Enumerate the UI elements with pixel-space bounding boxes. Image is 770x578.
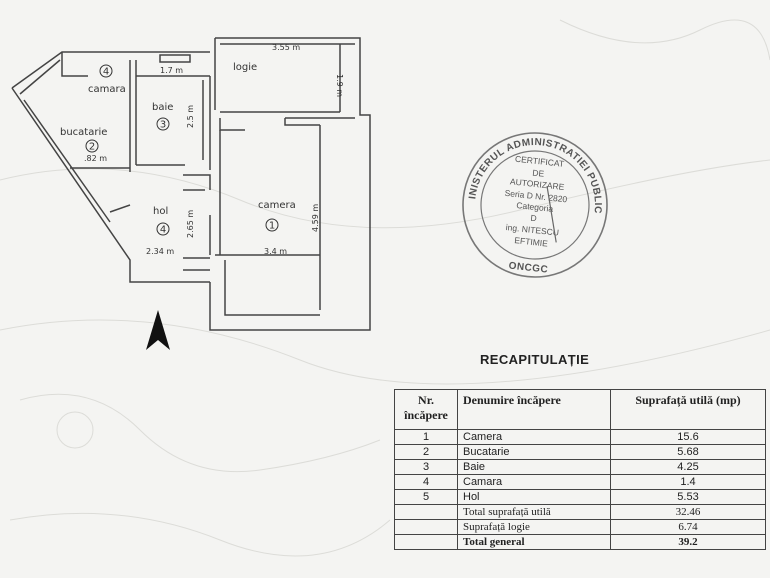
svg-text:DE: DE bbox=[532, 168, 545, 179]
table-row: 1 Camera 15.6 bbox=[394, 429, 766, 445]
room-label-logie: logie bbox=[233, 62, 257, 73]
room-number-baie: 3 bbox=[160, 120, 166, 131]
svg-text:D: D bbox=[530, 213, 537, 224]
table-row: 4 Camara 1.4 bbox=[394, 474, 766, 490]
recap-table: Nr. încăpere Denumire încăpere Suprafață… bbox=[394, 389, 766, 550]
subtotal-row: Total suprafață utilă 32.46 bbox=[394, 504, 766, 520]
room-labels: 4 camara baie 3 logie bucatarie 2 hol 4 … bbox=[60, 62, 296, 236]
room-label-camera: camera bbox=[258, 200, 296, 211]
header-suprafata: Suprafață utilă (mp) bbox=[610, 389, 766, 430]
table-header-row: Nr. încăpere Denumire încăpere Suprafață… bbox=[394, 389, 766, 430]
room-label-hol: hol bbox=[153, 206, 168, 217]
room-label-camara: camara bbox=[88, 84, 126, 95]
dim-camera-width: 3.4 m bbox=[264, 247, 287, 256]
logie-row: Suprafață logie 6.74 bbox=[394, 519, 766, 535]
dimension-labels: 3.55 m 1.7 m 1.9 m 2.5 m .82 m 2.65 m 4.… bbox=[84, 43, 344, 256]
dim-baie-width: 1.7 m bbox=[160, 66, 183, 75]
svg-text:ing. NITESCU: ing. NITESCU bbox=[505, 222, 559, 238]
room-number-camara: 4 bbox=[103, 67, 109, 78]
dim-logie-width: 3.55 m bbox=[272, 43, 300, 52]
header-nr: Nr. încăpere bbox=[394, 389, 458, 430]
plan-walls bbox=[11, 37, 371, 331]
signature-stroke bbox=[546, 186, 557, 243]
room-label-bucatarie: bucatarie bbox=[60, 127, 107, 138]
room-number-bucatarie: 2 bbox=[89, 142, 95, 153]
dim-baie-depth: 2.5 m bbox=[186, 105, 195, 128]
recap-title: RECAPITULAȚIE bbox=[480, 352, 590, 367]
dim-logie-depth: 1.9 m bbox=[335, 74, 344, 97]
dim-camera-depth: 4.59 m bbox=[311, 204, 320, 232]
stamp-bottom-text: ONCGC bbox=[508, 261, 549, 276]
room-number-camera: 1 bbox=[269, 221, 275, 232]
room-number-hol: 4 bbox=[160, 225, 166, 236]
header-denumire: Denumire încăpere bbox=[457, 389, 611, 430]
table-row: 3 Baie 4.25 bbox=[394, 459, 766, 475]
table-row: 5 Hol 5.53 bbox=[394, 489, 766, 505]
dim-hol-width: 2.34 m bbox=[146, 247, 174, 256]
total-row: Total general 39.2 bbox=[394, 534, 766, 550]
room-label-baie: baie bbox=[152, 102, 173, 113]
dim-hol-depth: 2.65 m bbox=[186, 210, 195, 238]
svg-text:EFTIMIE: EFTIMIE bbox=[514, 235, 549, 248]
table-row: 2 Bucatarie 5.68 bbox=[394, 444, 766, 460]
dim-bucatarie: .82 m bbox=[84, 154, 107, 163]
north-arrow-icon bbox=[146, 310, 170, 350]
svg-text:Categoria: Categoria bbox=[516, 200, 554, 214]
